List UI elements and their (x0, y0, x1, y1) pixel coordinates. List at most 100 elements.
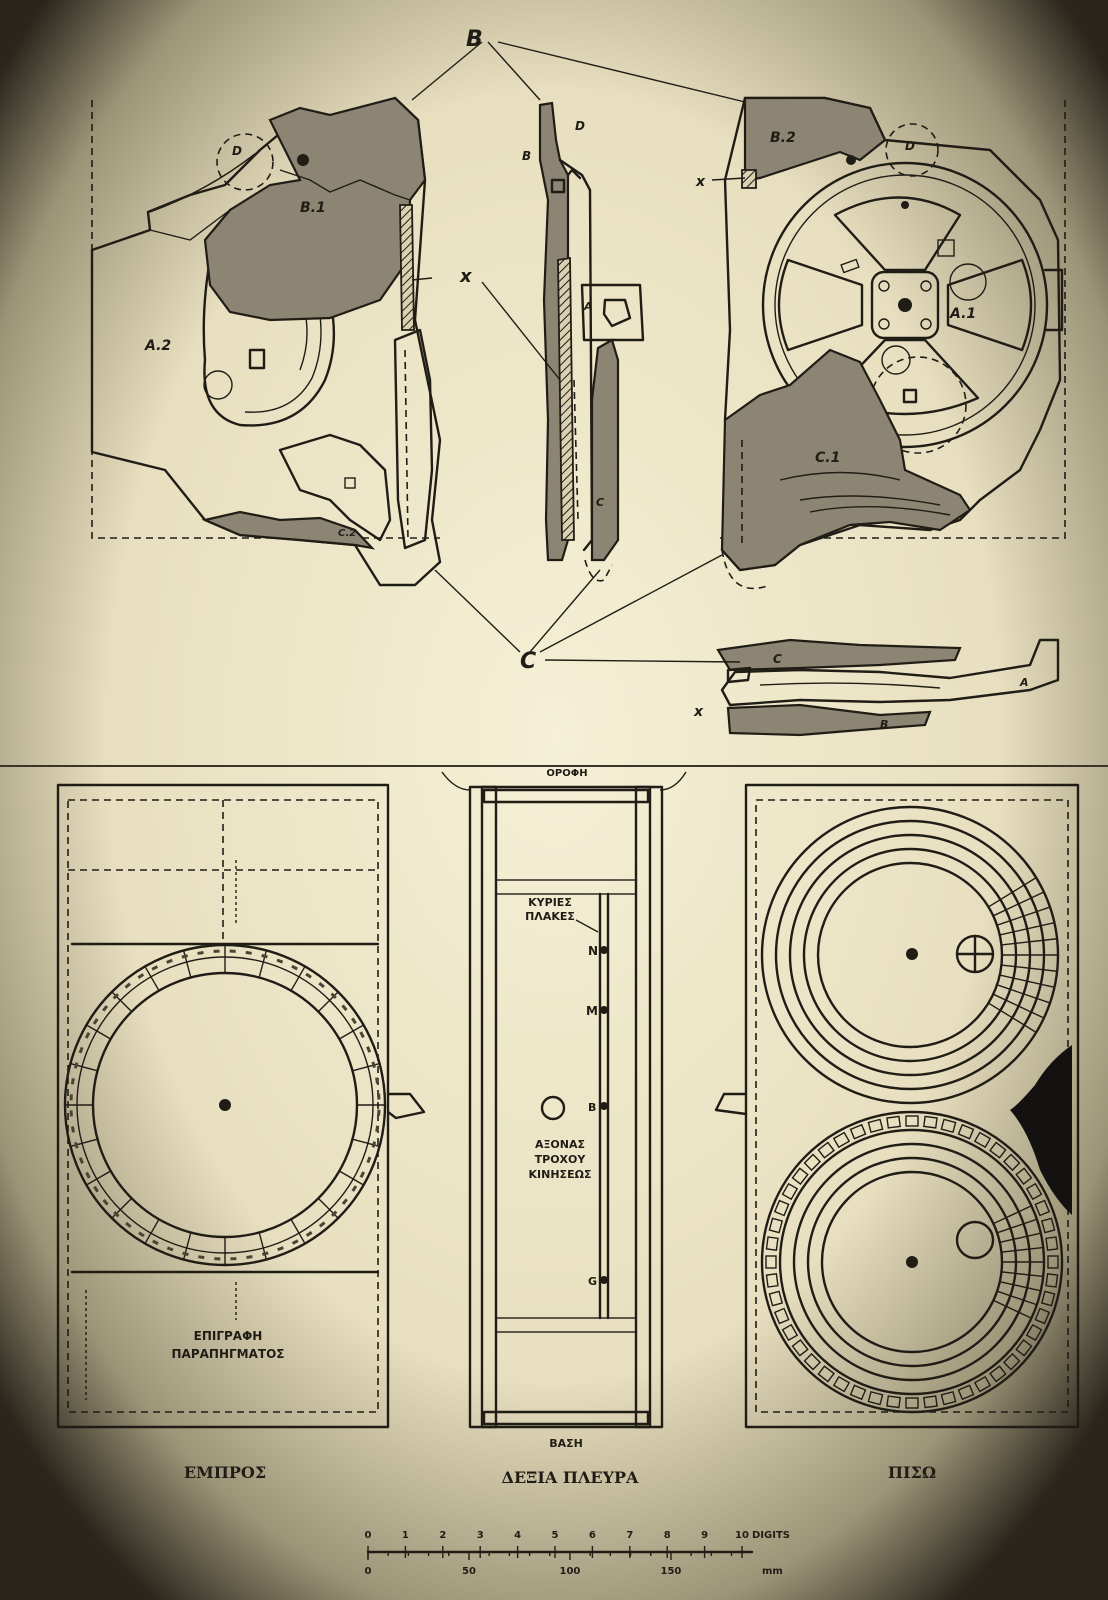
back-lower-tooth (940, 1118, 957, 1134)
side-base-label: ΒΑΣΗ (549, 1437, 583, 1450)
front-dial-inscription-mark (371, 1141, 377, 1148)
bottom-profile-b (726, 703, 932, 737)
hub-hole-1 (878, 280, 890, 292)
back-lower-tooth (923, 1115, 938, 1129)
back-lower-tooth (1040, 1290, 1056, 1307)
right-bottom-dash (721, 549, 771, 590)
back-upper-divider (988, 877, 1037, 908)
right-big-dial (761, 161, 1049, 449)
left-column-piece (393, 328, 434, 550)
front-dial-inscription-mark (359, 1031, 365, 1039)
side-bottom-bar (482, 1410, 650, 1426)
front-dial-inscription-mark (341, 1198, 348, 1205)
back-lower-tooth (817, 1141, 835, 1159)
back-lower-tooth (957, 1384, 975, 1401)
scale-mm-label: 150 (661, 1566, 682, 1577)
back-lower-tooth (1002, 1153, 1021, 1172)
front-dial-inscription-mark (112, 993, 120, 1000)
front-dial-inscription-mark (366, 1156, 372, 1164)
front-dial-inscription-mark (291, 1239, 299, 1245)
label-a1: A.1 (949, 306, 976, 322)
front-dial-inscription-mark (124, 982, 132, 989)
caption-back: ΠΙΣΩ (888, 1463, 936, 1482)
back-upper-divider (1001, 938, 1058, 946)
front-dial-inscription-mark (291, 964, 298, 971)
back-lower-tooth (773, 1307, 790, 1325)
back-lower-tooth (940, 1390, 957, 1406)
label-b-bottom: B (880, 718, 888, 731)
d-circle-left (216, 133, 274, 191)
label-c-bottom: C (773, 652, 782, 666)
side-axis-line-3: ΚΙΝΗΣΕΩΣ (529, 1168, 592, 1181)
scale-digits-unit: DIGITS (752, 1530, 790, 1541)
back-lower-tooth (1025, 1182, 1043, 1201)
leader-c-bottom (544, 659, 741, 663)
front-dial-inscription-mark (69, 1094, 73, 1101)
back-lower-dial-1 (760, 1110, 1064, 1414)
leader-x-right (711, 177, 746, 181)
back-lower-tooth (905, 1397, 919, 1409)
back-upper-divider (996, 906, 1051, 926)
d-circle-right (885, 123, 939, 177)
back-upper-center (906, 948, 918, 960)
front-dial-inscription-mark (371, 1061, 376, 1069)
front-dial-segments (65, 945, 385, 1265)
front-dial-divider (290, 1218, 306, 1244)
label-x-main: x (459, 266, 473, 287)
mid-square (550, 178, 566, 194)
left-lower-piece (278, 433, 392, 542)
front-dial-inscription-mark (214, 1257, 221, 1261)
scale-digit-label: 6 (589, 1530, 596, 1541)
side-pin-b (600, 1102, 608, 1110)
back-lower-tooth (832, 1375, 851, 1393)
spoke-circle-right (949, 263, 987, 301)
leader-x-mid (481, 281, 561, 381)
front-dial-inscription-mark (151, 965, 159, 971)
back-lower-tooth (832, 1131, 851, 1149)
front-dial-inscription-mark (375, 1125, 380, 1132)
front-dial-inscription-mark (261, 1251, 269, 1256)
front-dial-inscription-mark (377, 1109, 381, 1116)
label-b-mid: B (522, 149, 531, 163)
front-dial-divider (86, 1024, 112, 1040)
spoke-circle-bottom (881, 345, 911, 375)
front-dial-inscription-mark (102, 1005, 109, 1012)
front-dial-inscription-mark (341, 1004, 348, 1012)
left-frame-dashed (91, 100, 440, 539)
dial-spoke-left (777, 258, 864, 352)
back-lower-divider (993, 1299, 1032, 1319)
leader-c-mid (529, 569, 601, 653)
back-lower-divider (993, 1205, 1032, 1225)
leader-x-left (411, 277, 433, 281)
a2-arc (149, 149, 261, 213)
back-panel-outer (744, 783, 1080, 1429)
back-upper-divider (999, 974, 1055, 988)
back-lower-tooth (781, 1323, 799, 1342)
front-dial-inscription-mark (245, 950, 252, 955)
front-dial-divider (338, 1170, 364, 1186)
left-column-dash (404, 349, 409, 541)
front-dial-inscription-mark (213, 949, 220, 953)
back-lower-tooth (1040, 1217, 1056, 1234)
front-dial-inscription-mark (138, 1231, 145, 1238)
front-dial-inscription-mark (166, 1246, 174, 1252)
scale-digit-label: 0 (365, 1530, 372, 1541)
right-frame-dashed (720, 100, 1066, 539)
back-lower-tooth (773, 1199, 790, 1217)
scale-digit-label: 9 (701, 1530, 708, 1541)
back-lower-tooth (781, 1182, 799, 1201)
back-upper-divider (992, 993, 1045, 1019)
b1-shaded-region (203, 96, 427, 322)
front-dial-inscription-mark (318, 982, 325, 989)
side-top-label: ΟΡΟΦΗ (546, 768, 587, 779)
back-lower-tooth (765, 1273, 779, 1288)
scale-digit-label: 2 (439, 1530, 446, 1541)
label-x-right: x (695, 174, 706, 190)
front-dial-inscription-mark (78, 1157, 84, 1164)
label-c-main: C (520, 649, 536, 674)
front-dial-inscription-mark (85, 1171, 91, 1179)
front-dial-inscription-mark (277, 1246, 284, 1252)
back-lower-tooth (791, 1339, 809, 1357)
back-upper-divider (992, 891, 1045, 917)
